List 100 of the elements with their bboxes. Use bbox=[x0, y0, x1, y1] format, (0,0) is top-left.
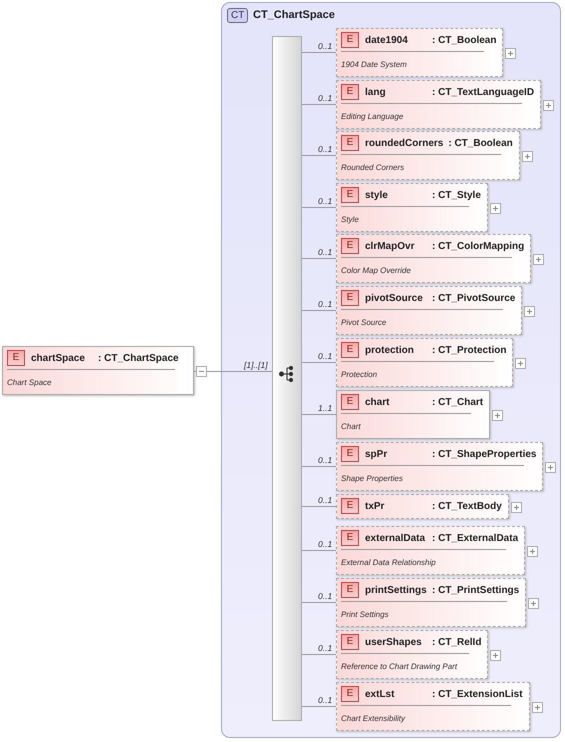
connector-line bbox=[302, 654, 336, 655]
connector-line bbox=[302, 506, 336, 507]
element-description: 1904 Date System bbox=[341, 60, 407, 69]
element-name: lang bbox=[365, 86, 387, 98]
type-name: CT_ChartSpace bbox=[253, 8, 335, 22]
multiplicity-label: 0..1 bbox=[318, 494, 332, 504]
element-box bbox=[336, 286, 522, 335]
element-badge: E bbox=[341, 446, 359, 462]
element-name: chart bbox=[365, 396, 390, 408]
element-badge: E bbox=[341, 582, 359, 598]
connector-line bbox=[302, 706, 336, 707]
element-name: spPr bbox=[365, 448, 388, 460]
multiplicity-label: 0..1 bbox=[318, 590, 332, 600]
element-name: userShapes bbox=[365, 636, 423, 648]
element-description: Shape Properties bbox=[341, 474, 403, 483]
element-name: extLst bbox=[365, 688, 396, 700]
multiplicity-label: 0..1 bbox=[318, 246, 332, 256]
element-badge: E bbox=[341, 394, 359, 410]
connector-line bbox=[302, 207, 336, 208]
connector-line bbox=[302, 104, 336, 105]
element-badge: E bbox=[7, 350, 25, 366]
element-type: : CT_RelId bbox=[432, 636, 482, 648]
element-box bbox=[336, 338, 514, 387]
multiplicity-label: 0..1 bbox=[318, 196, 332, 206]
complex-type-container bbox=[221, 2, 561, 738]
element-box bbox=[336, 526, 526, 575]
element-name: txPr bbox=[365, 500, 386, 512]
element-box bbox=[336, 183, 488, 232]
element-name: date1904 bbox=[365, 34, 409, 46]
element-type: : CT_ChartSpace bbox=[98, 352, 179, 364]
element-description: External Data Relationship bbox=[341, 558, 436, 567]
element-name: externalData bbox=[365, 532, 426, 544]
element-description: Chart Space bbox=[7, 378, 52, 387]
element-badge: E bbox=[341, 530, 359, 546]
multiplicity-label: 0..1 bbox=[318, 40, 332, 50]
element-badge: E bbox=[341, 342, 359, 358]
element-type: : CT_TextLanguageID bbox=[432, 86, 534, 98]
element-type: : CT_ColorMapping bbox=[432, 240, 524, 252]
element-type: : CT_ExternalData bbox=[432, 532, 518, 544]
element-name: clrMapOvr bbox=[365, 240, 416, 252]
element-box bbox=[336, 578, 526, 627]
element-name: chartSpace bbox=[31, 352, 86, 364]
element-badge: E bbox=[341, 290, 359, 306]
multiplicity-label: 0..1 bbox=[318, 92, 332, 102]
element-description: Editing Language bbox=[341, 112, 404, 121]
element-description: Reference to Chart Drawing Part bbox=[341, 662, 458, 671]
multiplicity-label: [1]..[1] bbox=[244, 360, 268, 370]
connector-line bbox=[302, 550, 336, 551]
connector-line bbox=[302, 414, 336, 415]
element-box bbox=[336, 234, 532, 283]
element-type: : CT_Protection bbox=[432, 344, 506, 356]
element-description: Print Settings bbox=[341, 610, 389, 619]
element-badge: E bbox=[341, 135, 359, 151]
element-badge: E bbox=[341, 686, 359, 702]
element-type: : CT_Boolean bbox=[432, 34, 496, 46]
element-type: : CT_Chart bbox=[432, 396, 484, 408]
connector-line bbox=[302, 466, 336, 467]
element-description: Color Map Override bbox=[341, 266, 411, 275]
multiplicity-label: 0..1 bbox=[318, 454, 332, 464]
element-box bbox=[336, 630, 488, 679]
sequence-bar bbox=[272, 36, 302, 721]
connector-line bbox=[302, 310, 336, 311]
element-type: : CT_Style bbox=[432, 190, 481, 200]
element-description: Chart bbox=[341, 422, 361, 431]
element-type: : CT_PrintSettings bbox=[432, 584, 520, 596]
element-type: : CT_ExtensionList bbox=[432, 688, 523, 700]
element-type: : CT_Boolean bbox=[448, 138, 513, 148]
connector-line bbox=[302, 52, 336, 53]
element-box bbox=[2, 346, 194, 395]
multiplicity-label: 0..1 bbox=[318, 144, 332, 154]
connector-line bbox=[302, 602, 336, 603]
multiplicity-label: 0..1 bbox=[318, 642, 332, 652]
element-description: Pivot Source bbox=[341, 318, 386, 327]
type-badge: CT bbox=[227, 8, 248, 23]
element-description: Style bbox=[341, 215, 359, 224]
connector-line bbox=[302, 155, 336, 156]
multiplicity-label: 0..1 bbox=[318, 298, 332, 308]
multiplicity-label: 0..1 bbox=[318, 694, 332, 704]
connector-line bbox=[194, 371, 272, 372]
element-name: style bbox=[365, 190, 389, 200]
element-box bbox=[336, 28, 504, 77]
element-type: : CT_PivotSource bbox=[432, 292, 516, 304]
element-badge: E bbox=[341, 238, 359, 254]
element-name: printSettings bbox=[365, 584, 427, 596]
element-name: pivotSource bbox=[365, 292, 424, 304]
element-box bbox=[336, 442, 544, 491]
element-box bbox=[336, 390, 490, 439]
element-badge: E bbox=[341, 32, 359, 48]
multiplicity-label: 0..1 bbox=[318, 538, 332, 548]
element-box bbox=[336, 80, 542, 129]
element-box bbox=[336, 131, 520, 180]
element-badge: E bbox=[341, 498, 359, 514]
element-name: roundedCorners bbox=[365, 138, 444, 148]
connector-line bbox=[302, 258, 336, 259]
element-description: Rounded Corners bbox=[341, 163, 404, 172]
element-badge: E bbox=[341, 84, 359, 100]
element-type: : CT_ShapeProperties bbox=[432, 448, 536, 460]
element-description: Protection bbox=[341, 370, 378, 379]
element-box bbox=[336, 682, 530, 731]
element-badge: E bbox=[341, 187, 359, 203]
